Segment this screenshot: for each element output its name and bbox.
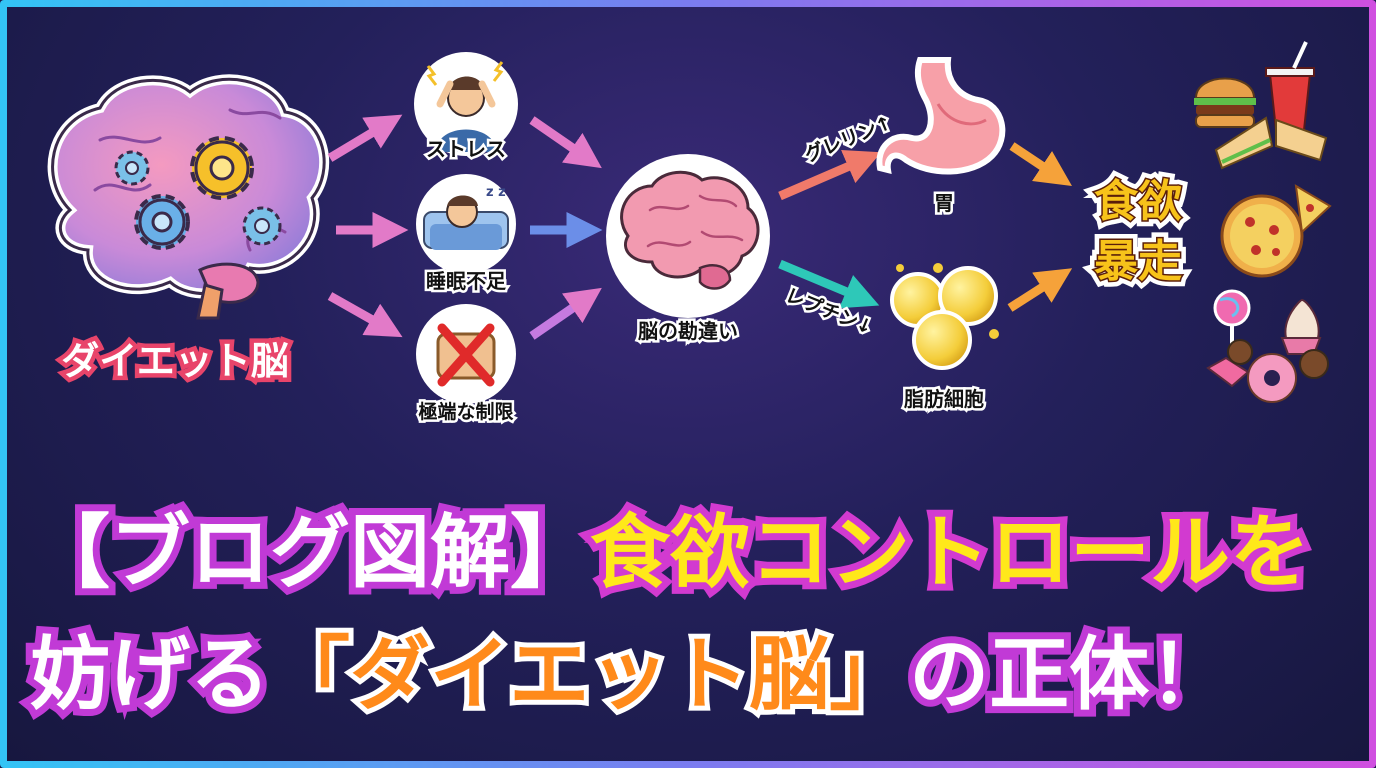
arrow [1009, 142, 1072, 186]
burger-icon [1194, 77, 1256, 128]
diet-brain-label: ダイエット脳 [61, 339, 289, 383]
soda-icon [1265, 41, 1315, 131]
arrow [327, 292, 403, 338]
arrow [529, 116, 602, 169]
cause-stress [414, 52, 518, 156]
title-line2: 妨げる「ダイエット脳」の正体！ [30, 628, 1229, 721]
pizza-icon [1220, 184, 1332, 278]
arrows-to-causes [327, 114, 409, 338]
arrow [1007, 268, 1073, 312]
cause-label: 極端な制限 [418, 400, 513, 423]
gear-icon [114, 150, 150, 186]
stomach-icon [876, 57, 1006, 175]
arrow [327, 114, 403, 162]
arrows-to-center [529, 116, 603, 340]
ice-cream-icon [1280, 298, 1322, 355]
arrow [778, 150, 882, 201]
arrows-to-result [1007, 142, 1073, 312]
result-text-outline: 食欲 [1094, 176, 1182, 227]
fat-cells-icon [890, 263, 999, 370]
cause-label: ストレス [426, 137, 506, 161]
page-title: 【ブログ図解】食欲コントロールを 妨げる「ダイエット脳」の正体！ [23, 499, 1317, 728]
food-cluster [1194, 41, 1332, 403]
result-line1: 食欲 [1094, 176, 1182, 227]
sandwich-icon [1214, 116, 1328, 170]
cause-label: 睡眠不足 [426, 269, 507, 293]
gear-icon [134, 194, 190, 250]
brain-icon [620, 170, 760, 279]
hormone-label-leptin: レプチン↓ [782, 283, 876, 339]
gear-icon [242, 206, 282, 246]
arrow [529, 287, 602, 340]
organ-label: 胃 [934, 191, 954, 215]
appetite-result: 食欲 食欲 暴走 暴走 [1088, 170, 1188, 293]
result-line2: 暴走 [1094, 236, 1182, 287]
title-line1: 【ブログ図解】食欲コントロールを [30, 506, 1310, 599]
svg-text:z z: z z [486, 185, 506, 200]
organ-label: 脂肪細胞 [904, 387, 984, 411]
diet-brain-icon [47, 74, 330, 320]
cause-sleep: z z [416, 174, 516, 274]
cause-restriction [416, 304, 516, 404]
donut-icon [1206, 339, 1329, 403]
arrow [778, 259, 880, 309]
center-label: 脳の勘違い [637, 319, 738, 343]
gear-icon [190, 136, 254, 200]
result-text-outline: 暴走 [1094, 236, 1182, 287]
leptin-path: レプチン↓ [778, 259, 880, 342]
confused-brain [606, 154, 770, 318]
